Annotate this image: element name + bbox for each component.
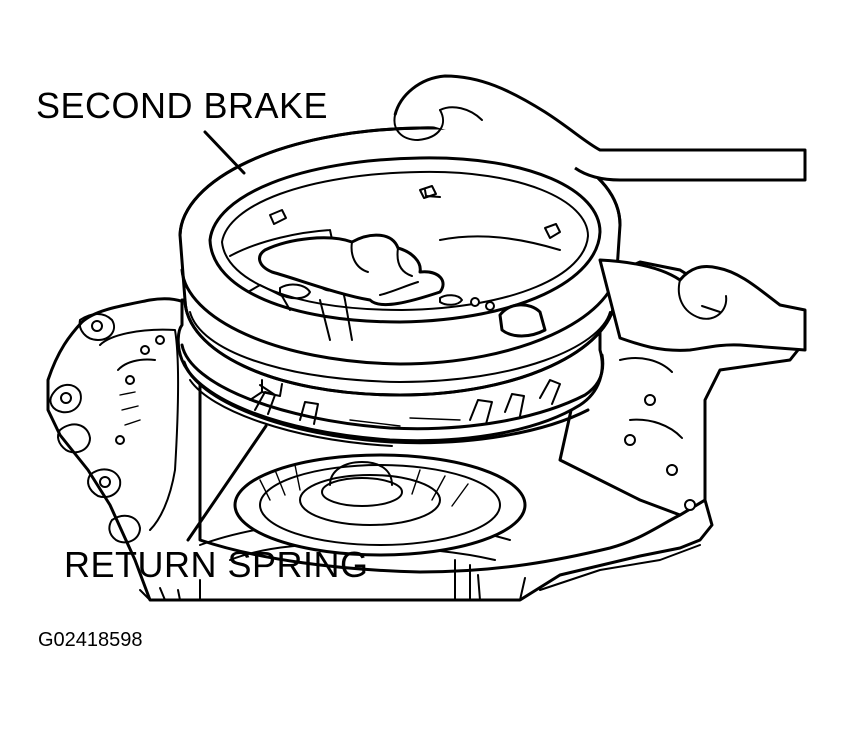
second-brake-leader [203, 130, 246, 175]
figure-id-label: G02418598 [38, 629, 143, 651]
left-hand-inside [258, 233, 445, 307]
right-hand-top [393, 74, 807, 182]
hand-inside-right [498, 303, 547, 338]
clutch-hub [233, 453, 527, 557]
return-spring-leader [186, 424, 268, 542]
right-hand-side [598, 258, 807, 352]
return-spring-label: RETURN SPRING [64, 544, 369, 585]
leader-lines [186, 130, 268, 542]
second-brake-label: SECOND BRAKE [36, 85, 329, 126]
